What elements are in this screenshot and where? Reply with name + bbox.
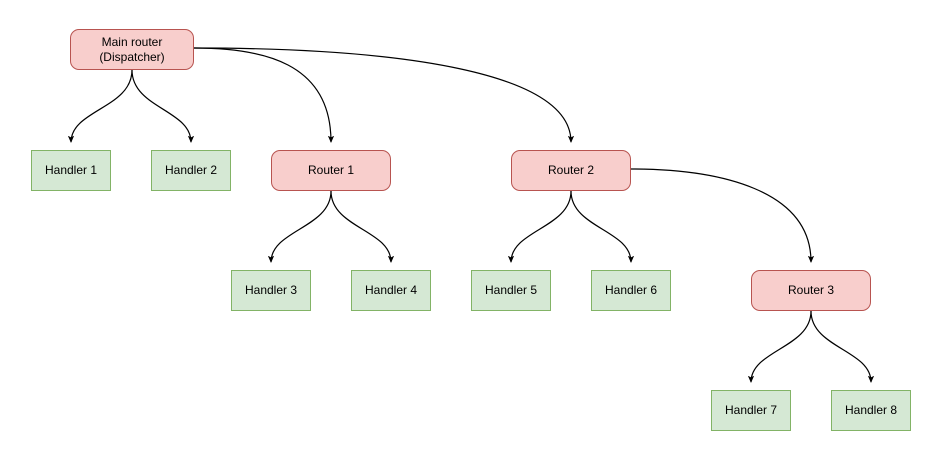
node-main-router-label: Main router (Dispatcher) bbox=[99, 34, 165, 64]
node-handler-4[interactable]: Handler 4 bbox=[351, 270, 431, 311]
node-handler-5[interactable]: Handler 5 bbox=[471, 270, 551, 311]
node-handler-3[interactable]: Handler 3 bbox=[231, 270, 311, 311]
edge-router-3-to-handler-7 bbox=[747, 310, 812, 383]
node-router-3-label: Router 3 bbox=[787, 283, 835, 297]
node-handler-7-label: Handler 7 bbox=[724, 403, 778, 417]
edge-main-router-to-handler-1 bbox=[67, 69, 133, 143]
edge-main-router-to-router-2 bbox=[193, 47, 575, 143]
node-handler-1[interactable]: Handler 1 bbox=[31, 150, 111, 191]
node-handler-2[interactable]: Handler 2 bbox=[151, 150, 231, 191]
edge-router-2-to-handler-6 bbox=[570, 190, 635, 263]
node-handler-8[interactable]: Handler 8 bbox=[831, 390, 911, 431]
node-router-2-label: Router 2 bbox=[547, 163, 595, 177]
node-handler-8-label: Handler 8 bbox=[844, 403, 898, 417]
node-handler-6[interactable]: Handler 6 bbox=[591, 270, 671, 311]
node-router-2[interactable]: Router 2 bbox=[511, 150, 631, 191]
edge-main-router-to-handler-2 bbox=[131, 69, 195, 143]
edge-router-2-to-router-3 bbox=[630, 168, 815, 263]
node-handler-6-label: Handler 6 bbox=[604, 283, 658, 297]
edge-main-router-to-router-1 bbox=[193, 47, 335, 143]
node-main-router[interactable]: Main router (Dispatcher) bbox=[70, 29, 194, 70]
edge-router-1-to-handler-4 bbox=[330, 190, 395, 263]
node-router-3[interactable]: Router 3 bbox=[751, 270, 871, 311]
edge-router-3-to-handler-8 bbox=[810, 310, 875, 383]
node-handler-3-label: Handler 3 bbox=[244, 283, 298, 297]
node-handler-1-label: Handler 1 bbox=[44, 163, 98, 177]
node-handler-5-label: Handler 5 bbox=[484, 283, 538, 297]
node-router-1[interactable]: Router 1 bbox=[271, 150, 391, 191]
edge-router-1-to-handler-3 bbox=[267, 190, 332, 263]
node-handler-7[interactable]: Handler 7 bbox=[711, 390, 791, 431]
node-handler-2-label: Handler 2 bbox=[164, 163, 218, 177]
node-router-1-label: Router 1 bbox=[307, 163, 355, 177]
edge-router-2-to-handler-5 bbox=[507, 190, 572, 263]
node-handler-4-label: Handler 4 bbox=[364, 283, 418, 297]
